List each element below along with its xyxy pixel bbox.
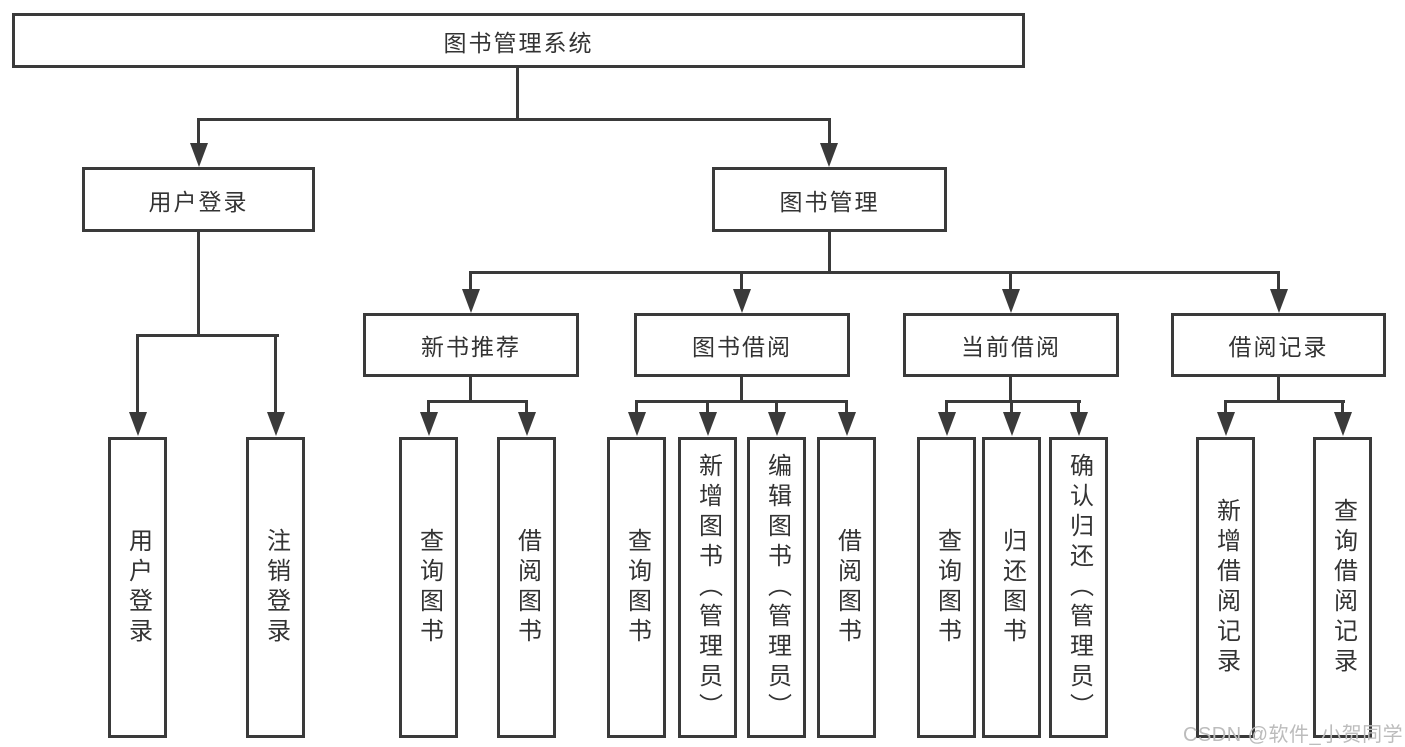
arrowhead-icon	[1270, 289, 1288, 313]
connector-line	[635, 400, 848, 403]
arrowhead-icon	[838, 412, 856, 436]
node-label: 图书借阅	[692, 334, 792, 360]
leaf-label: 查询图书	[623, 527, 651, 648]
node-label: 图书管理系统	[443, 29, 594, 56]
leaf-node-logout: 注销登录	[246, 437, 305, 738]
leaf-label: 用户登录	[124, 527, 152, 648]
node-label: 新书推荐	[421, 334, 521, 360]
leaf-node-query-books-recommend: 查询图书	[399, 437, 458, 738]
arrowhead-icon	[1003, 412, 1021, 436]
connector-line	[136, 334, 139, 413]
leaf-label: 借阅图书	[833, 527, 861, 648]
connector-line	[197, 230, 200, 337]
arrowhead-icon	[938, 412, 956, 436]
node-book-borrowing: 图书借阅	[634, 313, 850, 377]
arrowhead-icon	[733, 289, 751, 313]
connector-line	[1277, 271, 1280, 291]
arrowhead-icon	[267, 412, 285, 436]
connector-line	[1077, 400, 1080, 414]
connector-line	[1341, 400, 1344, 414]
connector-line	[1009, 271, 1012, 291]
arrowhead-icon	[1002, 289, 1020, 313]
leaf-label: 借阅图书	[513, 527, 541, 648]
connector-line	[706, 400, 709, 414]
arrowhead-icon	[518, 412, 536, 436]
node-new-book-recommendation: 新书推荐	[363, 313, 579, 377]
leaf-node-borrow-books: 借阅图书	[817, 437, 876, 738]
connector-line	[427, 400, 430, 414]
leaf-label: 新增图书（管理员）	[694, 452, 722, 723]
connector-line	[740, 375, 743, 403]
leaf-label: 查询图书	[933, 527, 961, 648]
connector-line	[427, 400, 528, 403]
connector-line	[197, 118, 831, 121]
leaf-label: 新增借阅记录	[1212, 497, 1240, 678]
csdn-watermark: CSDN @软件_小贺同学	[1183, 724, 1404, 746]
connector-line	[828, 230, 831, 274]
arrowhead-icon	[420, 412, 438, 436]
leaf-node-confirm-return-admin: 确认归还（管理员）	[1049, 437, 1108, 738]
arrowhead-icon	[1217, 412, 1235, 436]
leaf-label: 注销登录	[262, 527, 290, 648]
leaf-node-edit-books-admin: 编辑图书（管理员）	[747, 437, 806, 738]
node-label: 图书管理	[779, 188, 880, 215]
arrowhead-icon	[1070, 412, 1088, 436]
leaf-node-user-login: 用户登录	[108, 437, 167, 738]
leaf-node-query-borrow-record: 查询借阅记录	[1313, 437, 1372, 738]
connector-line	[845, 400, 848, 414]
connector-line	[197, 118, 200, 146]
node-label: 当前借阅	[961, 334, 1061, 360]
connector-line	[775, 400, 778, 414]
leaf-label: 查询图书	[415, 527, 443, 648]
connector-line	[635, 400, 638, 414]
connector-line	[1010, 400, 1013, 414]
arrowhead-icon	[628, 412, 646, 436]
arrowhead-icon	[1334, 412, 1352, 436]
connector-line	[136, 334, 279, 337]
leaf-node-borrow-books-recommend: 借阅图书	[497, 437, 556, 738]
leaf-node-query-books-borrowing: 查询图书	[607, 437, 666, 738]
connector-line	[1277, 375, 1280, 403]
connector-line	[274, 334, 277, 413]
connector-line	[469, 271, 472, 291]
leaf-node-add-borrow-record: 新增借阅记录	[1196, 437, 1255, 738]
leaf-node-query-books-current: 查询图书	[917, 437, 976, 738]
node-label: 借阅记录	[1228, 334, 1329, 360]
arrowhead-icon	[768, 412, 786, 436]
connector-line	[945, 400, 948, 414]
connector-line	[1224, 400, 1345, 403]
arrowhead-icon	[190, 143, 208, 167]
connector-line	[1009, 375, 1012, 403]
connector-line	[828, 118, 831, 146]
leaf-node-add-books-admin: 新增图书（管理员）	[678, 437, 737, 738]
node-library-management-system: 图书管理系统	[12, 13, 1025, 68]
node-book-management: 图书管理	[712, 167, 947, 232]
leaf-label: 归还图书	[998, 527, 1026, 648]
arrowhead-icon	[820, 143, 838, 167]
node-user-login: 用户登录	[82, 167, 315, 232]
connector-line	[945, 400, 1081, 403]
connector-line	[516, 66, 519, 121]
connector-line	[469, 375, 472, 403]
node-label: 用户登录	[148, 188, 249, 215]
leaf-label: 查询借阅记录	[1329, 497, 1357, 678]
leaf-node-return-books: 归还图书	[982, 437, 1041, 738]
connector-line	[525, 400, 528, 414]
arrowhead-icon	[129, 412, 147, 436]
arrowhead-icon	[699, 412, 717, 436]
arrowhead-icon	[462, 289, 480, 313]
connector-line	[1224, 400, 1227, 414]
leaf-label: 确认归还（管理员）	[1065, 452, 1093, 723]
connector-line	[470, 271, 1280, 274]
node-current-borrowing: 当前借阅	[903, 313, 1119, 377]
connector-line	[740, 271, 743, 291]
leaf-label: 编辑图书（管理员）	[763, 452, 791, 723]
node-borrowing-records: 借阅记录	[1171, 313, 1386, 377]
